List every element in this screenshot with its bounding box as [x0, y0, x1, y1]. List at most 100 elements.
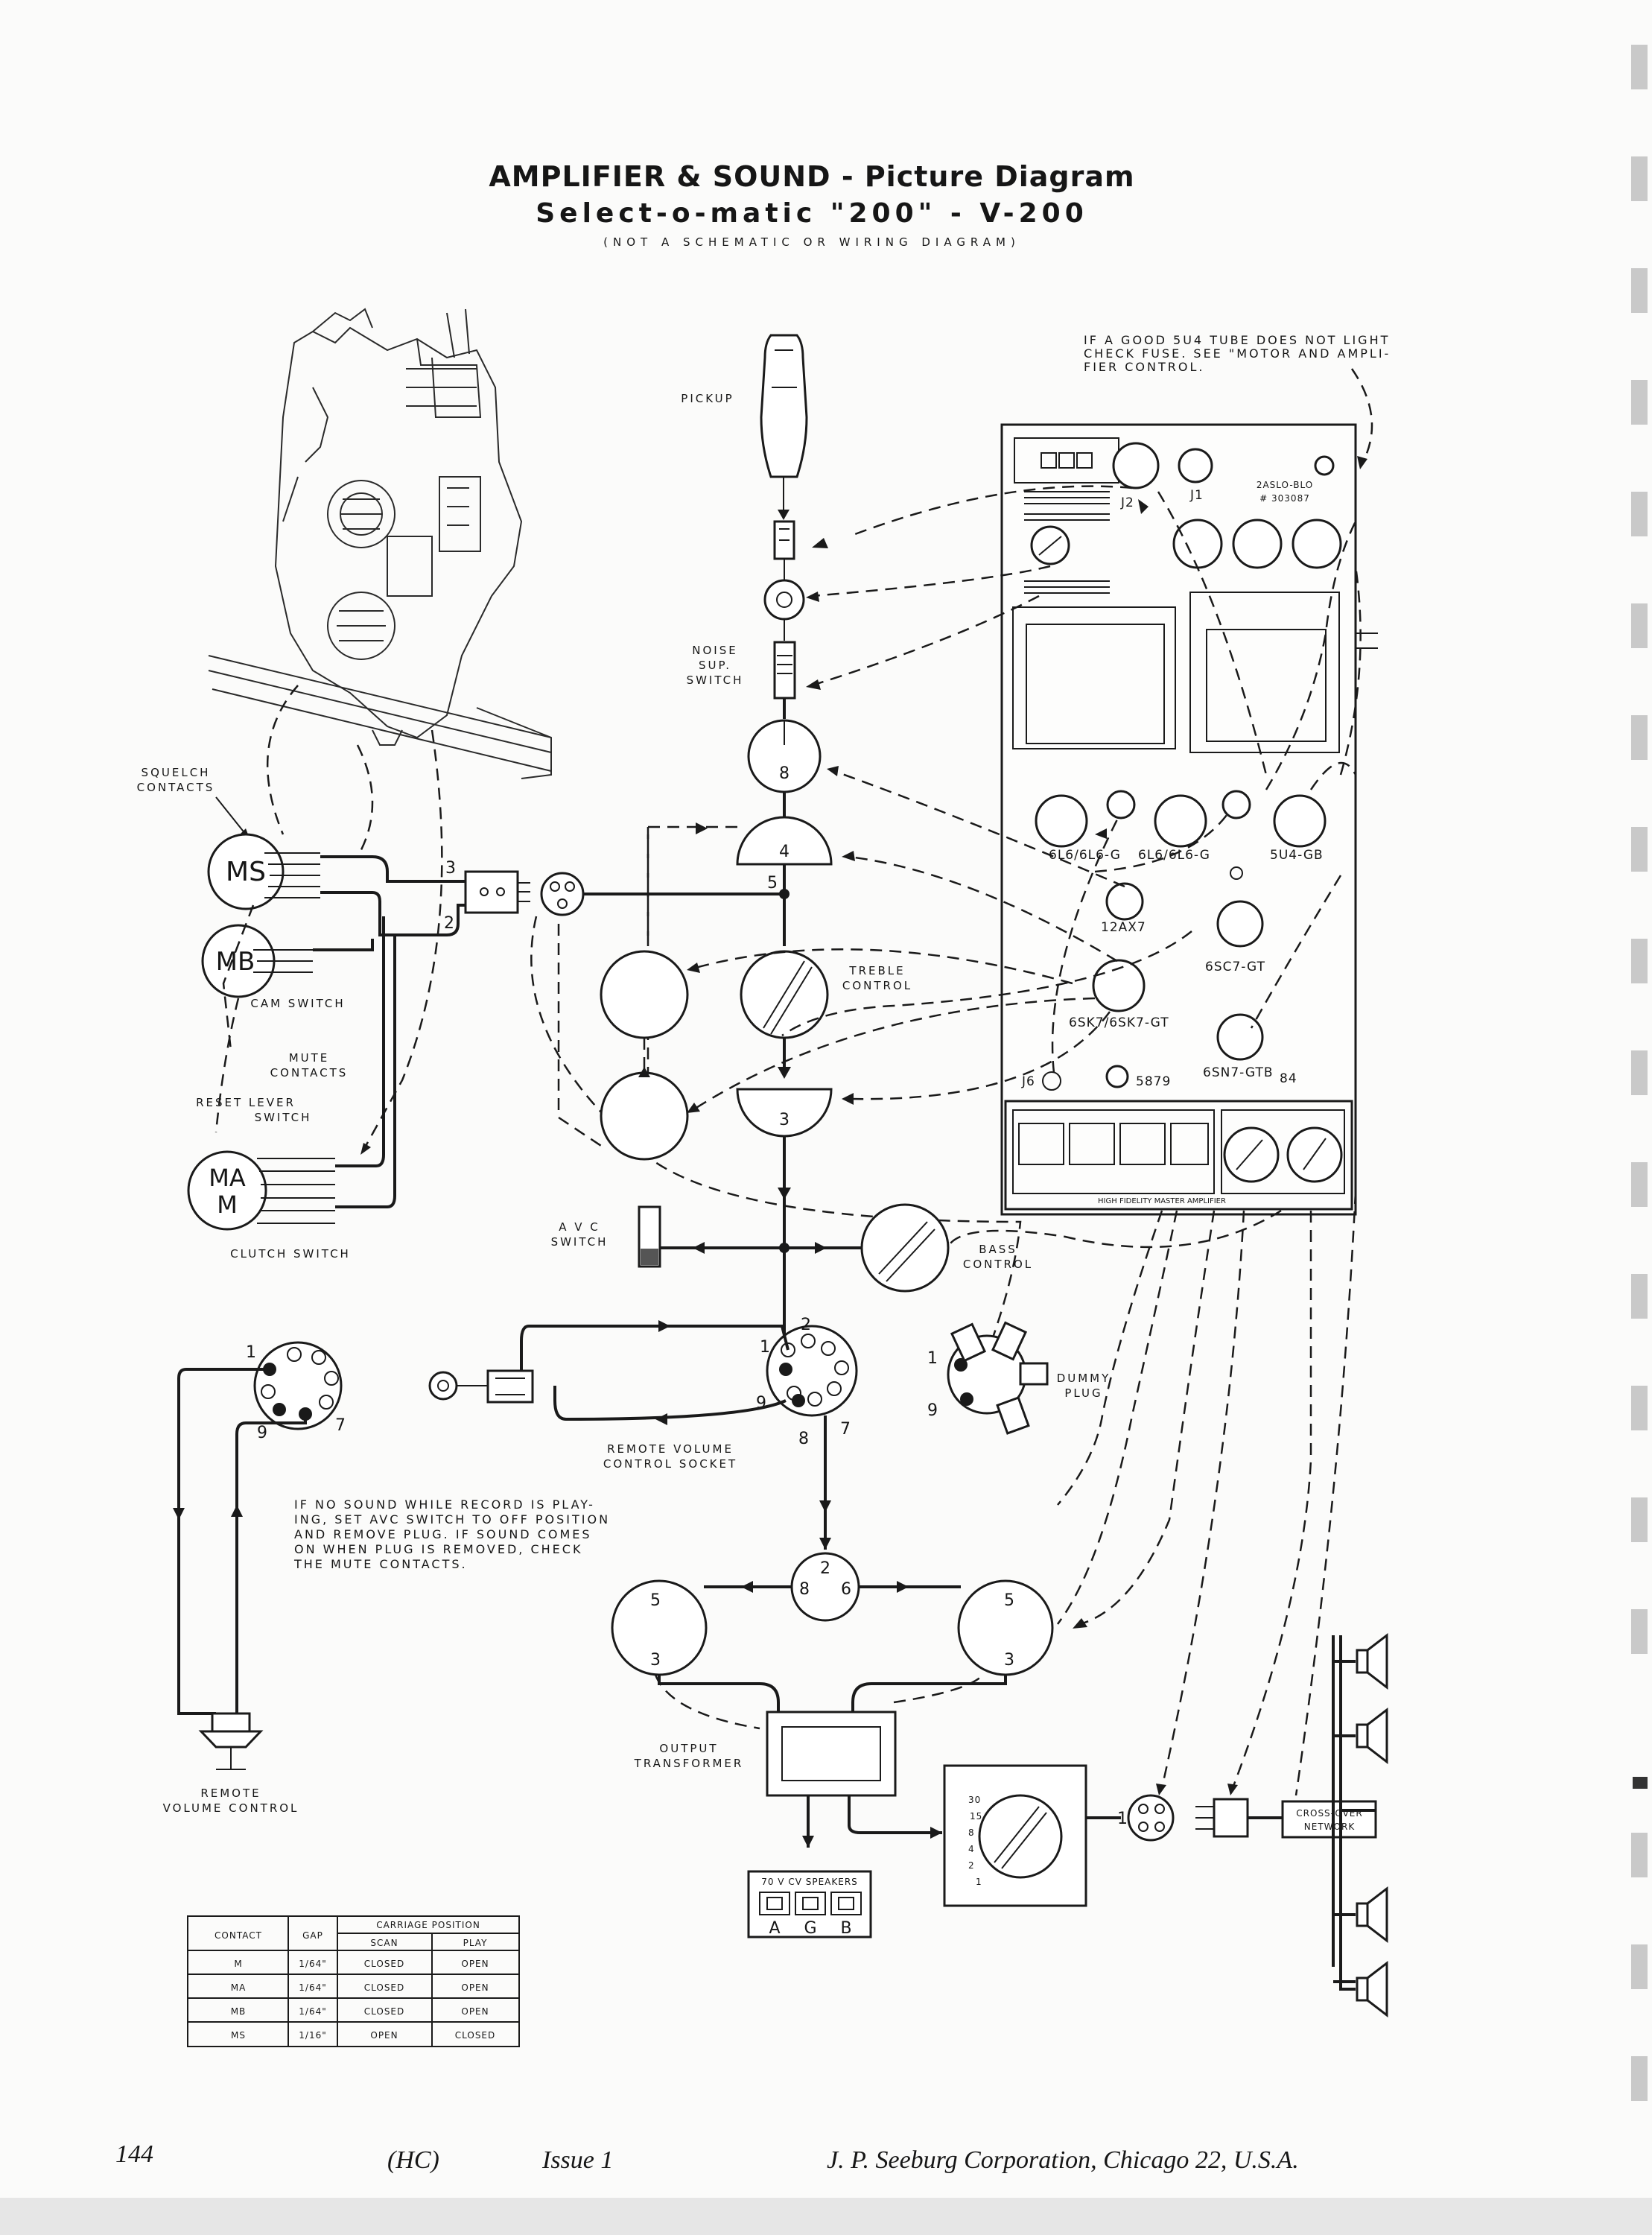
output-transformer [766, 1711, 897, 1797]
noise-sup-label-3: SWITCH [687, 673, 744, 687]
ms-switch: MS [207, 833, 320, 910]
mechanism-illustration [208, 308, 552, 779]
left-lower-tube [600, 1071, 689, 1161]
tube-6sc7: 6SC7-GT [1205, 960, 1265, 974]
node-5-pin: 5 [767, 874, 778, 893]
tube-3-pin: 3 [779, 1111, 790, 1129]
remote-volume-socket [766, 1325, 858, 1417]
speaker-1 [1356, 1632, 1388, 1690]
binding-marks [0, 45, 1652, 2235]
table-header-contact: CONTACT [215, 1930, 262, 1941]
right-tube-pin-5: 5 [1004, 1591, 1014, 1610]
tube-84: 84 [1280, 1071, 1297, 1086]
tube-5u4: 5U4-GB [1270, 848, 1324, 863]
treble-label-1: TREBLE [848, 964, 905, 977]
socket-pin-2: 2 [801, 1316, 811, 1334]
remote-socket-label-2: CONTROL SOCKET [603, 1457, 737, 1471]
tube-6l6-right: 6L6/6L6-G [1138, 848, 1210, 863]
reset-lever-label-1: RESET LEVER [196, 1096, 296, 1109]
speaker-tap-switch: 30 15 8 4 2 1 [943, 1764, 1087, 1907]
left-socket-pin-7: 7 [335, 1416, 346, 1435]
switch-socket [540, 872, 585, 916]
cv-speakers-terminal: 70 V CV SPEAKERS A G B [747, 1870, 872, 1938]
left-tube-pin-5: 5 [650, 1591, 661, 1610]
tube-5879: 5879 [1136, 1074, 1171, 1089]
avc-label-1: A V C [559, 1220, 600, 1234]
plug-wire-2: 2 [444, 914, 454, 933]
model-title: Select-o-matic "200" - V-200 [536, 198, 1088, 229]
remote-control-label-2: VOLUME CONTROL [163, 1801, 299, 1815]
socket-pin-7: 7 [840, 1420, 851, 1439]
table-cell: CLOSED [364, 1959, 405, 1969]
bass-control [860, 1203, 950, 1293]
part-number-1: 2ASLO-BLO [1257, 480, 1313, 490]
mute-label-2: CONTACTS [270, 1066, 349, 1080]
pickup-label: PICKUP [681, 392, 734, 405]
table-cell: CLOSED [455, 2030, 496, 2041]
treble-label-2: CONTROL [842, 979, 912, 992]
footer-code: (HC) [387, 2146, 439, 2174]
svg-text:ON WHEN PLUG IS REMOVED, CHECK: ON WHEN PLUG IS REMOVED, CHECK [294, 1542, 582, 1556]
table-cell: 1/64" [299, 1982, 326, 1993]
remote-socket-label-1: REMOTE VOLUME [607, 1442, 734, 1456]
output-pin-2: 2 [820, 1559, 830, 1578]
fuse-note: IF A GOOD 5U4 TUBE DOES NOT LIGHT CHECK … [1084, 333, 1390, 374]
table-cell: 1/64" [299, 2006, 326, 2017]
disclaimer: (NOT A SCHEMATIC OR WIRING DIAGRAM) [603, 235, 1020, 249]
table-cell: MB [231, 2006, 247, 2017]
mb-switch: MB [201, 924, 313, 998]
noise-suppression-switch [773, 641, 796, 700]
dummy-pin-9: 9 [927, 1401, 938, 1420]
table-subheader-play: PLAY [463, 1938, 488, 1948]
svg-text:FIER CONTROL.: FIER CONTROL. [1084, 360, 1204, 374]
crossover-network: CROSS-OVER NETWORK [1281, 1800, 1377, 1839]
table-cell: OPEN [461, 1959, 489, 1969]
speaker-2 [1356, 1707, 1388, 1765]
svg-text:G: G [804, 1919, 816, 1938]
table-cell: OPEN [461, 2006, 489, 2017]
squelch-label-2: CONTACTS [137, 781, 215, 794]
tube-8-pin: 8 [779, 764, 790, 783]
svg-text:IF A GOOD 5U4 TUBE DOES NOT LI: IF A GOOD 5U4 TUBE DOES NOT LIGHT [1084, 333, 1390, 347]
table-header-gap: GAP [302, 1930, 323, 1941]
jack-j1: J1 [1189, 488, 1204, 503]
m-label: M [217, 1191, 238, 1219]
no-sound-note: IF NO SOUND WHILE RECORD IS PLAY- ING, S… [293, 1497, 610, 1571]
ma-m-switch: MA M [187, 1150, 335, 1231]
table-cell: CLOSED [364, 1982, 405, 1993]
svg-text:A: A [769, 1919, 780, 1938]
table-cell: M [234, 1959, 242, 1969]
switch-plug [464, 870, 530, 914]
svg-text:4: 4 [968, 1844, 975, 1854]
table-header-carriage: CARRIAGE POSITION [376, 1920, 480, 1930]
table-cell: 1/64" [299, 1959, 326, 1969]
remote-connector [428, 1369, 534, 1404]
ms-label: MS [226, 857, 266, 887]
jack-j6: J6 [1021, 1074, 1035, 1089]
footer-issue: Issue 1 [541, 2146, 613, 2174]
bass-label-2: CONTROL [963, 1258, 1033, 1271]
right-output-tube: 5 3 [957, 1579, 1054, 1676]
left-upper-tube [600, 950, 689, 1039]
table-cell: OPEN [370, 2030, 398, 2041]
speaker-outlet [1127, 1794, 1175, 1842]
svg-text:ING, SET AVC SWITCH TO OFF POS: ING, SET AVC SWITCH TO OFF POSITION [294, 1512, 610, 1527]
plug-wire-3: 3 [445, 859, 456, 878]
avc-switch [638, 1205, 661, 1268]
crossover-plug [1195, 1798, 1249, 1838]
cv-speakers-label: 70 V CV SPEAKERS [761, 1877, 858, 1887]
cam-switch-label: CAM SWITCH [250, 997, 345, 1010]
pickup-jack [763, 559, 805, 621]
tube-6sn7: 6SN7-GTB [1203, 1065, 1274, 1080]
socket-pin-8: 8 [798, 1430, 809, 1448]
table-cell: MA [231, 1982, 247, 1993]
socket-pin-1: 1 [760, 1338, 770, 1357]
tube-3: 3 [736, 1088, 833, 1138]
table-cell: CLOSED [364, 2006, 405, 2017]
tube-6l6-left: 6L6/6L6-G [1049, 848, 1121, 863]
footer-company: J. P. Seeburg Corporation, Chicago 22, U… [827, 2146, 1299, 2174]
svg-text:15: 15 [970, 1811, 982, 1822]
diagram-title: AMPLIFIER & SOUND - Picture Diagram [489, 160, 1134, 193]
table-cell: 1/16" [299, 2030, 326, 2041]
